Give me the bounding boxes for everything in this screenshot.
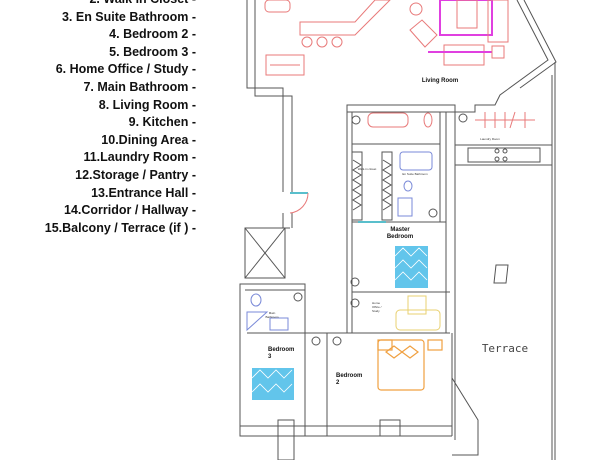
room-label-office-2: Office / [372, 305, 382, 309]
legend-item: 8. Living Room - [98, 97, 196, 112]
room-label-master-2: Bedroom [387, 234, 413, 240]
living-room-furniture [264, 0, 509, 76]
legend-item: 9. Kitchen - [128, 115, 196, 130]
legend-item: 13.Entrance Hall - [91, 185, 196, 200]
room-label-office-3: Study [372, 309, 380, 313]
terrace-planter [493, 264, 509, 284]
room-label-main-bath-2: Bathroom [265, 315, 279, 319]
legend-item: 7. Main Bathroom - [83, 79, 196, 94]
master-suite-fixtures [351, 112, 438, 223]
office-desk [350, 295, 441, 331]
main-bathroom-fixtures [246, 292, 342, 346]
legend-item: 6. Home Office / Study - [55, 62, 196, 77]
legend-item: 14.Corridor / Hallway - [64, 203, 196, 218]
legend-item: 3. En Suite Bathroom - [61, 9, 196, 24]
room-label-main-bath-1: Main [269, 311, 276, 315]
legend-item: 11.Laundry Room - [83, 150, 196, 165]
room-label-bed2-2: 2 [336, 380, 340, 386]
bedroom-3-bed [251, 368, 294, 400]
room-label-bed3-2: 3 [268, 354, 272, 360]
laundry-fixtures [458, 111, 541, 163]
legend-item: 12.Storage / Pantry - [75, 167, 196, 182]
room-label-living: Living Room [422, 78, 458, 84]
bedroom-2-bed [377, 339, 443, 391]
room-label-walkin: Walk-in closet [358, 167, 377, 171]
room-label-ensuite: En Suite Bathroom [402, 172, 428, 176]
legend-item: 4. Bedroom 2 - [109, 27, 196, 42]
room-label-terrace: Terrace [482, 342, 528, 355]
entrance-door[interactable] [289, 192, 309, 214]
room-label-laundry: Laundry Room [480, 137, 500, 141]
room-label-bed3-1: Bedroom [268, 347, 294, 353]
legend-item: 2. Walk in Closet - [0, 0, 196, 9]
legend-item: 5. Bedroom 3 - [109, 44, 196, 59]
room-label-bed2-1: Bedroom [336, 373, 362, 379]
walls [239, 0, 557, 460]
room-legend: 2. Walk in Closet - 3. En Suite Bathroom… [0, 0, 196, 237]
legend-item: 15.Balcony / Terrace (if ) - [44, 220, 196, 235]
room-label-office-1: Home [372, 301, 380, 305]
master-bed [350, 246, 428, 288]
room-label-master-1: Master [390, 227, 410, 233]
legend-item: 10.Dining Area - [101, 132, 196, 147]
